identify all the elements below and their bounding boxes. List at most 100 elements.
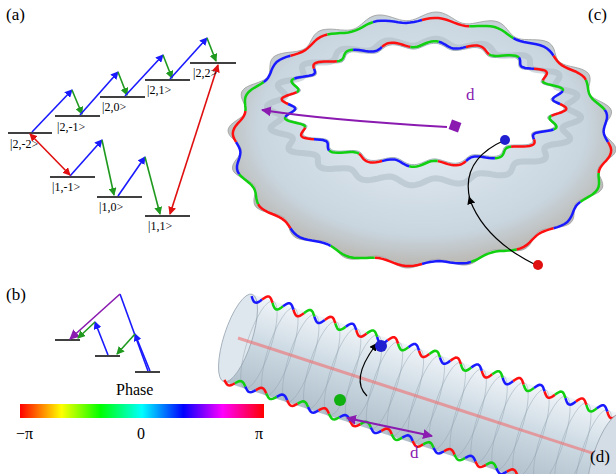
phase-curve — [543, 81, 563, 91]
phase-curve — [329, 151, 359, 154]
phase-curve — [239, 174, 258, 204]
phase-curve — [517, 228, 554, 249]
phase-curve — [285, 117, 305, 127]
phase-curve — [373, 20, 422, 23]
phase-curve — [597, 404, 609, 412]
phase-curve — [271, 303, 283, 311]
phase-curve — [554, 202, 581, 228]
loop-path — [468, 140, 536, 265]
marker — [375, 340, 387, 352]
phase-curve — [534, 383, 546, 391]
marker — [449, 120, 462, 133]
phase-curve — [429, 349, 441, 357]
phase-curve — [492, 370, 504, 378]
phase-curve — [422, 18, 469, 26]
state-label: |2,-1> — [57, 121, 85, 133]
torus-hole — [284, 43, 565, 164]
phase-curve — [388, 336, 400, 344]
phase-curve — [486, 461, 498, 468]
phase-curve — [439, 42, 466, 49]
state-label: |2,-2> — [10, 138, 38, 150]
phase-curve — [236, 142, 240, 174]
phase-curve — [480, 371, 492, 379]
phase-curve — [235, 379, 247, 386]
phase-curve — [328, 414, 340, 421]
phase-curve — [294, 69, 315, 79]
phase-curve — [522, 385, 534, 393]
phase-curve — [233, 111, 246, 142]
phase-curve — [554, 56, 586, 80]
phase-curve — [382, 43, 410, 47]
panel-label: (c) — [588, 6, 607, 23]
distance-label: d — [410, 444, 419, 461]
phase-curve — [422, 261, 471, 264]
phase-curve — [223, 380, 235, 387]
state-label: |1,1> — [148, 220, 172, 232]
phase-curve — [409, 161, 437, 167]
phase-curve — [533, 130, 554, 140]
phase-curve — [417, 351, 429, 359]
state-label: |2,0> — [102, 101, 126, 113]
distance-arrow — [347, 418, 432, 436]
phase-curve — [466, 46, 489, 55]
phase-curve — [304, 308, 316, 316]
phase-curve — [495, 468, 507, 474]
phase-curve — [432, 448, 444, 455]
phase-curve — [256, 386, 268, 393]
marker — [533, 260, 543, 270]
cylinder-body — [224, 294, 616, 474]
loop-path — [360, 346, 375, 396]
phase-curve — [319, 407, 331, 414]
phase-curve — [397, 344, 409, 352]
phase-curve — [301, 127, 314, 139]
distance-label: d — [466, 86, 475, 103]
phase-curve — [265, 393, 277, 400]
phase-curve — [382, 159, 409, 166]
phase-curve — [469, 26, 513, 38]
marker — [334, 394, 346, 406]
panel-label: (a) — [6, 6, 25, 23]
cylinder-ring — [505, 386, 556, 474]
phase-curve — [604, 110, 608, 142]
torus-surface — [228, 12, 616, 268]
panel-label: (b) — [6, 286, 26, 303]
phase-curve — [576, 397, 588, 405]
phase-curve — [353, 47, 382, 52]
phase-curve — [325, 315, 337, 323]
phase-curve — [313, 61, 337, 68]
transition-arrows — [30, 38, 218, 214]
phase-curve — [564, 398, 576, 406]
phase-curve — [245, 82, 264, 111]
phase-curve — [250, 296, 262, 304]
phase-curve — [292, 79, 299, 93]
colorbar-tick: −π — [16, 426, 33, 442]
phase-curve — [277, 393, 289, 400]
phase-curve — [264, 56, 291, 82]
phase-curve — [474, 461, 486, 468]
phase-curve — [327, 22, 373, 34]
phase-curve — [410, 41, 438, 47]
phase-curve — [359, 154, 382, 163]
phase-curve — [553, 91, 563, 104]
phase-curve — [438, 357, 450, 365]
phase-curve — [282, 92, 297, 104]
phase-curve — [599, 142, 612, 173]
phase-curve — [258, 204, 290, 228]
phase-curve — [292, 310, 304, 318]
phase-curve — [453, 455, 465, 462]
phase-curve — [519, 58, 534, 69]
state-label: |2,1> — [147, 84, 171, 96]
panel-label: (d) — [590, 448, 610, 465]
colorbar-title: Phase — [116, 382, 153, 398]
phase-curve — [585, 405, 597, 413]
cylinder — [210, 287, 616, 474]
state-label: |1,0> — [99, 201, 123, 213]
phase-curve — [375, 258, 422, 266]
lambda-scheme — [55, 294, 160, 372]
phase-curve — [465, 454, 477, 461]
state-label: |2,2> — [193, 67, 217, 79]
phase-curve — [444, 447, 456, 454]
phase-curve — [313, 317, 325, 325]
